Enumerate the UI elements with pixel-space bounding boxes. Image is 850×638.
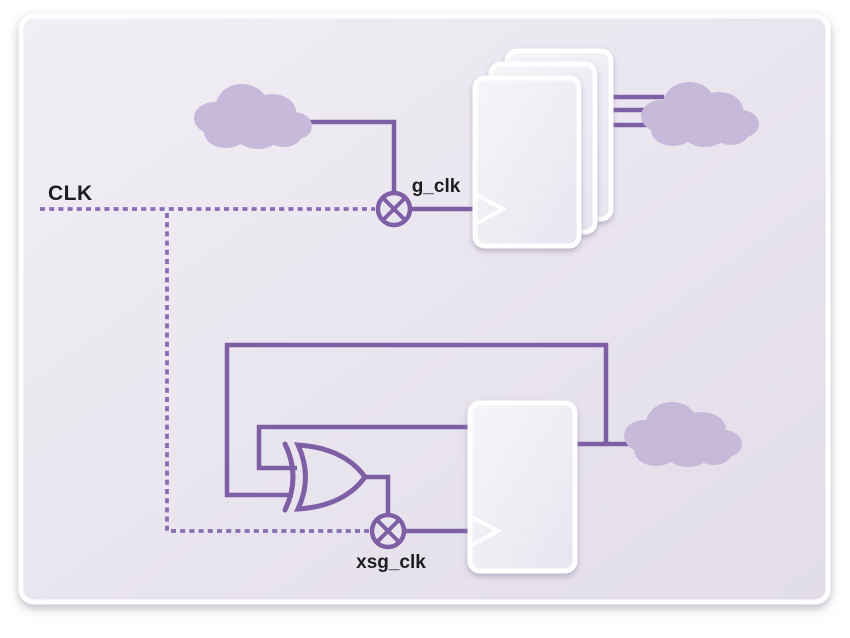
clock-gate-x-stroke xyxy=(381,196,407,222)
xor-gate-icon xyxy=(282,441,369,513)
clk-label: CLK xyxy=(48,182,93,205)
xor-output-wire xyxy=(365,474,391,514)
clk-dashed-branch-wire xyxy=(165,213,369,533)
xor-input-arc xyxy=(282,441,296,513)
xor-body xyxy=(293,442,369,512)
feedback-inner-wire xyxy=(256,424,472,471)
register-card xyxy=(467,400,578,574)
register-card-front xyxy=(472,75,582,249)
clock-gate-icon-bottom xyxy=(369,512,407,550)
clock-gate-x-stroke xyxy=(375,518,401,544)
clock-input-triangle-icon xyxy=(476,193,508,225)
feedback-outer-wire xyxy=(224,342,609,498)
clock-gate-icon-top xyxy=(375,190,413,228)
clock-input-triangle-icon xyxy=(471,515,503,547)
register-stack xyxy=(472,48,614,249)
cloud-to-clock-gate-wire xyxy=(306,119,397,194)
g-clk-label: g_clk xyxy=(412,176,461,197)
register-single xyxy=(467,400,578,574)
xsg-clk-label: xsg_clk xyxy=(356,552,426,573)
diagram-panel xyxy=(18,13,831,605)
